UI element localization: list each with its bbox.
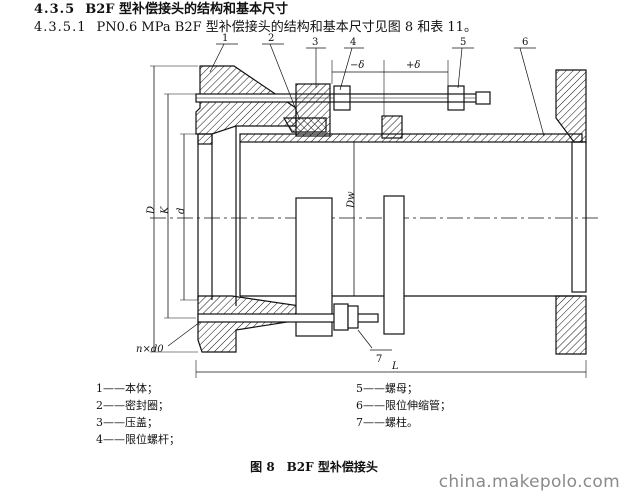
telescopic-pipe [239, 133, 583, 143]
label-D: D [146, 206, 157, 215]
callout-1: 1 [222, 33, 228, 44]
section-heading-title: B2F 型补偿接头的结构和基本尺寸 [85, 2, 288, 17]
nut-bottom-1 [333, 303, 349, 331]
seal-ring [282, 117, 327, 133]
label-L: L [391, 361, 399, 372]
legend-item: 2——密封圈； [96, 399, 169, 412]
right-flange-bottom [555, 295, 587, 355]
legend-item: 6——限位伸缩管； [356, 399, 451, 412]
nut-bottom-2 [347, 305, 359, 329]
legend-right: 5——螺母； 6——限位伸缩管； 7——螺柱。 [356, 380, 451, 431]
right-flange-top [555, 69, 587, 143]
sleeve-collar-bottom [383, 195, 405, 335]
legend-left: 1——本体； 2——密封圈； 3——压盖； 4——限位螺杆； [96, 380, 180, 448]
subsection-line: 4.3.5.1 PN0.6 MPa B2F 型补偿接头的结构和基本尺寸见图 8 和… [34, 20, 477, 36]
stud-bottom [197, 313, 379, 323]
body-face-top [197, 133, 213, 145]
label-Dw: Dw [346, 191, 357, 209]
gland-bottom [295, 197, 333, 337]
callout-6: 6 [522, 37, 528, 48]
rod-tip-top [475, 91, 491, 105]
subsection-number: 4.3.5.1 [34, 20, 87, 35]
callout-2: 2 [268, 33, 274, 44]
section-heading-number: 4.3.5 [34, 2, 76, 17]
callout-7: 7 [376, 354, 382, 365]
label-d: d [176, 208, 187, 214]
label-bolt-holes: n×d0 [136, 344, 164, 355]
legend-item: 1——本体； [96, 382, 158, 395]
legend-item: 5——螺母； [356, 382, 418, 395]
label-K: K [160, 206, 171, 215]
subsection-text: PN0.6 MPa B2F 型补偿接头的结构和基本尺寸见图 8 和表 11。 [96, 20, 477, 35]
right-flange-face [571, 141, 587, 293]
nut-top-1 [333, 85, 351, 111]
callout-3: 3 [312, 37, 318, 48]
label-plus-delta: +δ [406, 60, 420, 71]
section-heading: 4.3.5 B2F 型补偿接头的结构和基本尺寸 [34, 2, 288, 18]
label-minus-delta: −δ [350, 60, 364, 71]
callout-5: 5 [460, 37, 466, 48]
legend-item: 3——压盖； [96, 416, 158, 429]
watermark: china.makepolo.com [438, 472, 620, 492]
body-flange-bottom [197, 295, 301, 353]
nut-top-2 [447, 85, 465, 111]
legend-item: 4——限位螺杆； [96, 433, 180, 446]
callout-4: 4 [350, 37, 356, 48]
legend-item: 7——螺柱。 [356, 416, 418, 429]
figure-caption: 图 8 B2F 型补偿接头 [250, 460, 378, 474]
